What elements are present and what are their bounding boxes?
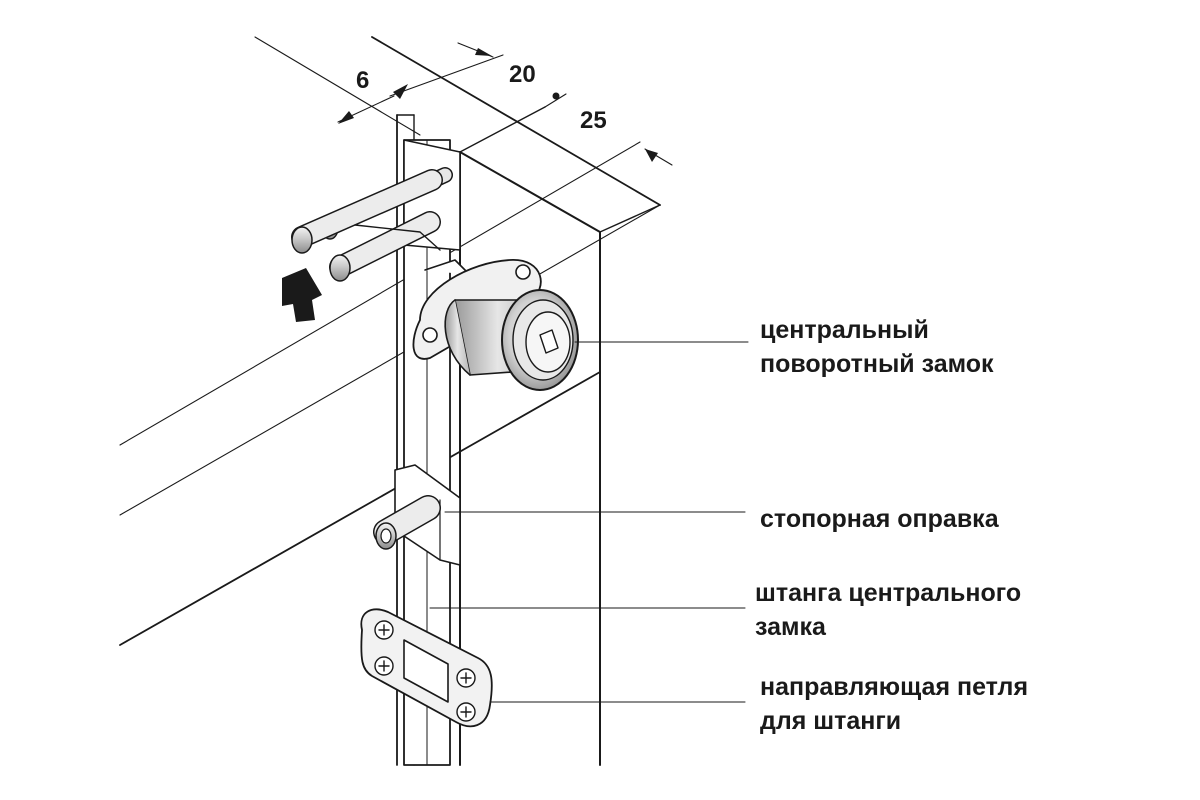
dimension-dot xyxy=(552,92,560,100)
leader-lines xyxy=(429,341,749,703)
dimension-25-label: 25 xyxy=(580,107,607,134)
label-stop-pin-line1: стопорная оправка xyxy=(760,505,999,533)
label-lock-rod-line1: штанга центрального xyxy=(755,579,1022,607)
central-rotary-lock xyxy=(412,259,579,391)
rod-guide-loop xyxy=(360,608,493,728)
label-stop-pin: стопорная оправка xyxy=(760,502,999,536)
label-central-rotary-lock-line1: центральный xyxy=(760,316,929,344)
dimension-20-label: 20 xyxy=(509,61,536,88)
top-bracket xyxy=(291,139,461,282)
dimension-lines xyxy=(119,36,673,516)
dimension-6-label: 6 xyxy=(356,67,369,94)
up-arrow-icon xyxy=(282,268,322,322)
drawer-edges xyxy=(119,371,601,646)
label-rod-guide-loop: направляющая петля для штанги xyxy=(760,670,1028,738)
label-rod-guide-loop-line1: направляющая петля xyxy=(760,673,1029,701)
label-central-rotary-lock-line2: поворотный замок xyxy=(760,350,994,378)
label-central-rotary-lock: центральный поворотный замок xyxy=(760,313,994,381)
dimension-arrows xyxy=(338,48,658,162)
label-lock-rod: штанга центрального замка xyxy=(755,576,1021,644)
cabinet-side-panel xyxy=(371,36,661,766)
label-lock-rod-line2: замка xyxy=(755,613,826,641)
stop-pin xyxy=(373,464,461,566)
label-rod-guide-loop-line2: для штанги xyxy=(760,707,902,735)
